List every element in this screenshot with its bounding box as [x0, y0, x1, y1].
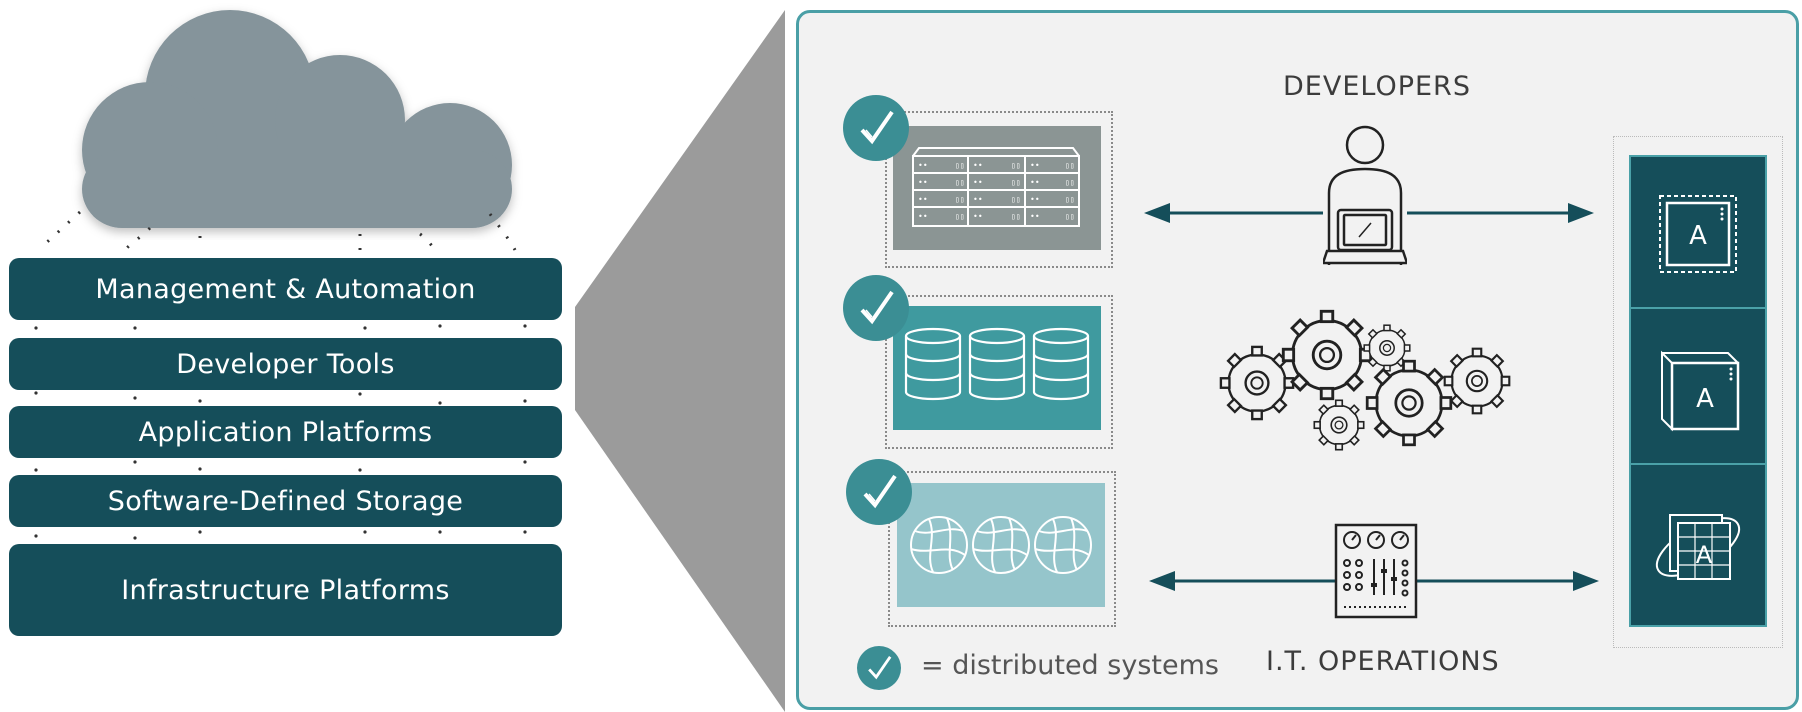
svg-text:••: •• — [973, 178, 983, 187]
svg-text:▯▯: ▯▯ — [1011, 212, 1021, 221]
app-letter: A — [1696, 541, 1713, 569]
layer-infrastructure-platforms: Infrastructure Platforms — [9, 544, 562, 636]
app-letter: A — [1696, 384, 1714, 414]
check-icon — [846, 459, 912, 525]
svg-text:▯▯: ▯▯ — [1065, 212, 1075, 221]
layer-management-automation: Management & Automation — [9, 258, 562, 320]
legend-text: = distributed systems — [921, 650, 1219, 681]
globe-icon — [910, 516, 1092, 574]
apps-separator — [1631, 307, 1765, 309]
zoom-connector — [575, 10, 785, 712]
legend-check-icon — [857, 646, 901, 690]
cloud-connection-dots — [34, 210, 527, 540]
svg-text:▯▯: ▯▯ — [955, 178, 965, 187]
apps-separator — [1631, 463, 1765, 465]
svg-text:••: •• — [1030, 178, 1040, 187]
svg-text:••: •• — [1030, 161, 1040, 170]
app-distributed-icon: A — [1655, 514, 1741, 580]
detail-panel: •• ▯▯ •• ▯▯ •• ▯▯ •• ▯▯ •• ▯▯ •• ▯▯ •• ▯▯ •• ▯▯… — [796, 10, 1799, 710]
server-tile: •• ▯▯ •• ▯▯ •• ▯▯ •• ▯▯ •• ▯▯ •• ▯▯ •• ▯▯ •• ▯▯… — [893, 126, 1101, 250]
svg-text:••: •• — [1030, 195, 1040, 204]
app-letter: A — [1689, 221, 1707, 251]
svg-text:••: •• — [918, 161, 928, 170]
server-rack-icon: •• ▯▯ •• ▯▯ •• ▯▯ •• ▯▯ •• ▯▯ •• ▯▯ •• ▯▯ •• ▯▯… — [912, 147, 1080, 227]
database-tile-frame — [885, 295, 1113, 449]
gears-icon — [1219, 309, 1511, 451]
svg-text:••: •• — [918, 212, 928, 221]
layer-developer-tools: Developer Tools — [9, 338, 562, 390]
apps-column: A A A — [1629, 155, 1767, 627]
developers-label: DEVELOPERS — [1283, 71, 1471, 102]
svg-text:••: •• — [973, 212, 983, 221]
svg-text:▯▯: ▯▯ — [1065, 178, 1075, 187]
check-icon — [843, 275, 909, 341]
database-tile — [893, 306, 1101, 430]
layer-software-defined-storage: Software-Defined Storage — [9, 475, 562, 527]
server-tile-frame — [885, 111, 1113, 268]
svg-text:▯▯: ▯▯ — [1011, 161, 1021, 170]
app-container-icon: A — [1659, 195, 1737, 273]
layer-application-platforms: Application Platforms — [9, 406, 562, 458]
svg-text:••: •• — [973, 195, 983, 204]
svg-text:▯▯: ▯▯ — [955, 212, 965, 221]
app-vm-icon: A — [1661, 350, 1740, 432]
svg-text:▯▯: ▯▯ — [1011, 195, 1021, 204]
developer-laptop-icon — [1323, 125, 1407, 273]
svg-text:▯▯: ▯▯ — [1011, 178, 1021, 187]
svg-text:▯▯: ▯▯ — [1065, 161, 1075, 170]
control-panel-icon — [1334, 523, 1418, 619]
svg-text:••: •• — [918, 178, 928, 187]
check-icon — [843, 95, 909, 161]
svg-text:▯▯: ▯▯ — [955, 161, 965, 170]
svg-text:▯▯: ▯▯ — [955, 195, 965, 204]
network-tile — [897, 483, 1105, 607]
svg-text:▯▯: ▯▯ — [1065, 195, 1075, 204]
svg-text:••: •• — [1030, 212, 1040, 221]
apps-column-frame — [1613, 136, 1783, 648]
svg-text:••: •• — [973, 161, 983, 170]
database-icon — [904, 327, 1090, 401]
cloud-icon — [82, 10, 512, 228]
svg-text:••: •• — [918, 195, 928, 204]
it-operations-label: I.T. OPERATIONS — [1266, 646, 1500, 677]
network-tile-frame — [888, 471, 1116, 627]
